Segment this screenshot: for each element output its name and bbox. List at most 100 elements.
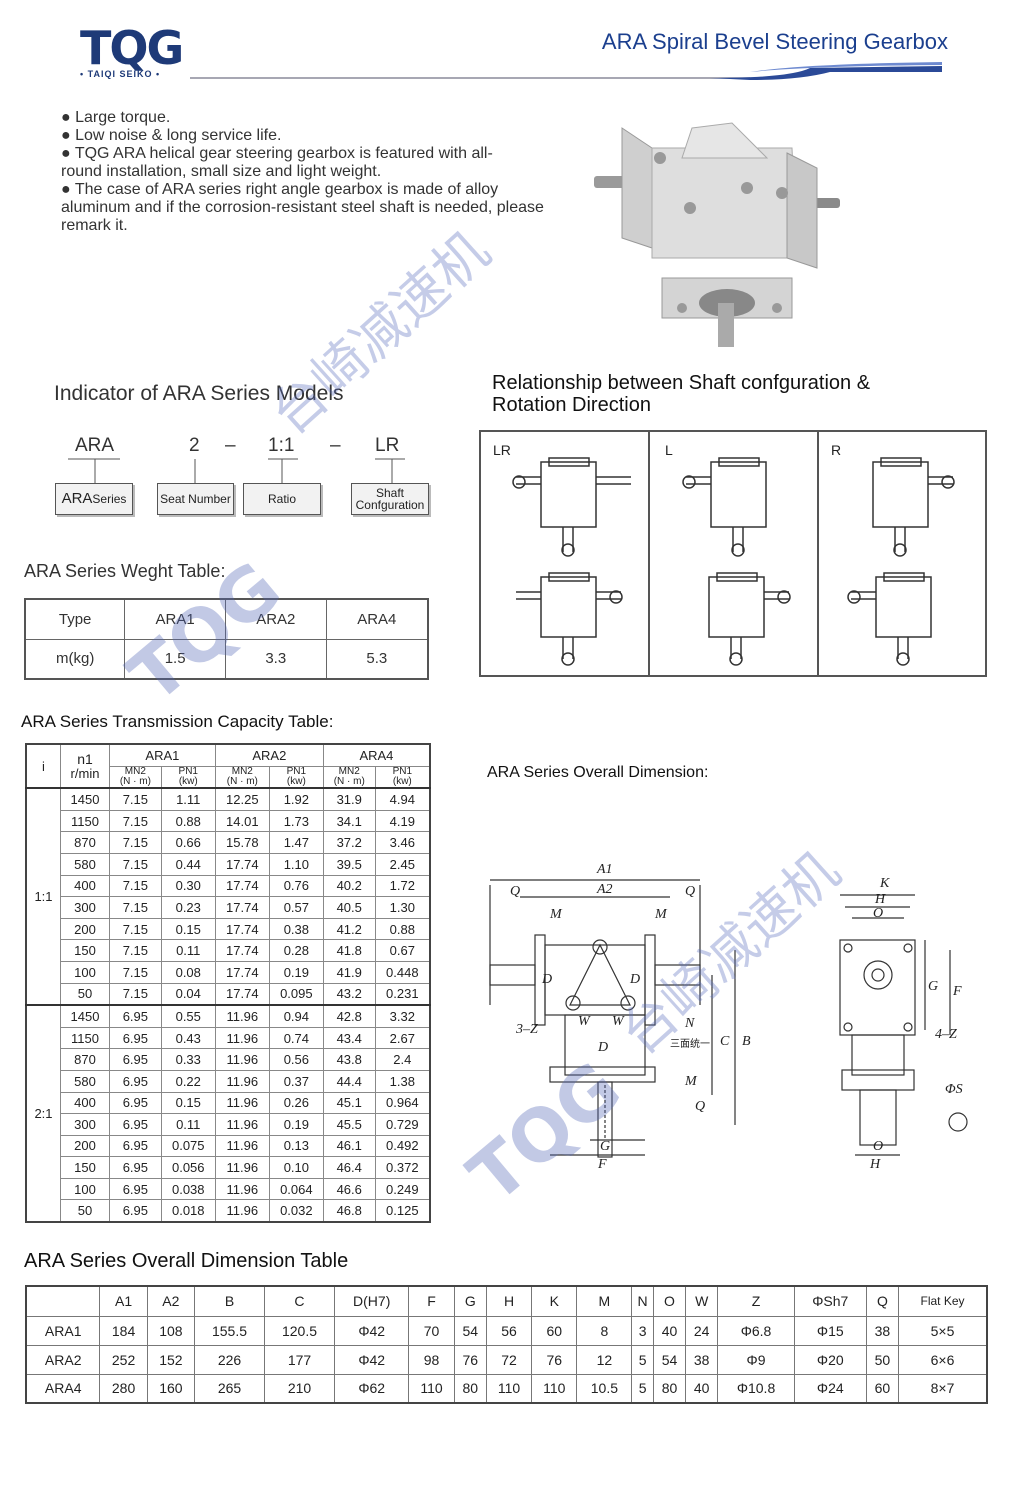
capacity-cell: 14.01 [214,809,270,833]
dimension-cell: 210 [264,1373,335,1404]
dimension-cell: Φ62 [333,1373,410,1404]
dimension-cell: 5 [631,1344,654,1375]
dimension-cell: 50 [865,1344,900,1375]
capacity-cell: 7.15 [109,831,162,854]
capacity-cell: 17.74 [214,939,270,962]
capacity-cell: 0.04 [160,982,216,1006]
capacity-cell: 300 [60,896,110,919]
capacity-cell: 0.55 [160,1004,216,1028]
dim-label-f: F [597,1157,607,1172]
dimension-cell: 70 [408,1315,455,1346]
capacity-cell: 0.67 [374,939,431,962]
capacity-cell: 0.125 [374,1199,431,1223]
dimension-cell: 56 [485,1315,533,1346]
dimension-cell: Φ15 [793,1315,867,1346]
overall-dimension-title: ARA Series Overall Dimension: [487,764,709,781]
capacity-cell: 0.38 [268,917,324,941]
capacity-cell: 4.19 [374,809,431,833]
dimension-cell: 76 [453,1344,487,1375]
capacity-cell: 11.96 [214,1091,270,1115]
dimension-cell: 6×6 [898,1344,988,1375]
capacity-cell: 12.25 [214,787,270,811]
dimension-cell: 80 [652,1373,687,1404]
dimension-header-cell [25,1285,101,1317]
capacity-cell: 0.43 [160,1026,216,1050]
capacity-cell: 0.30 [160,874,216,898]
capacity-cell: 11.96 [214,1156,270,1179]
model-code-dash: – [330,435,341,456]
capacity-cell: 45.5 [322,1113,376,1136]
capacity-cell: 40.2 [322,874,376,898]
model-code-dash: – [225,435,236,456]
dimension-cell: 226 [194,1344,265,1375]
cap-header-n-unit: r/min [70,765,100,781]
capacity-cell: 50 [60,1199,110,1223]
capacity-cell: 0.37 [268,1069,324,1093]
capacity-cell: 7.15 [109,896,162,919]
dimension-cell: 40 [685,1373,719,1404]
capacity-table: i n1 r/min ARA1 ARA2 ARA4 MN2(N · m) PN1… [25,743,431,1224]
capacity-cell: 46.8 [322,1199,376,1223]
capacity-cell: 11.96 [214,1113,270,1136]
capacity-cell: 0.729 [374,1113,431,1136]
dimension-cell: 8 [576,1315,633,1346]
dim-label-c: C [720,1034,730,1049]
capacity-cell: 0.038 [160,1177,216,1201]
cap-sub-p-label: PN1 [392,765,413,777]
capacity-cell: 6.95 [109,1069,162,1093]
capacity-cell: 1.10 [268,852,324,876]
feature-item: ● Low noise & long service life. [61,127,282,144]
capacity-cell: 0.231 [374,982,431,1006]
cap-header-model: ARA2 [214,743,324,767]
dimension-cell: 76 [531,1344,578,1375]
dimension-cell: 80 [453,1373,487,1404]
capacity-cell: 1450 [60,1004,110,1028]
dimension-cell: 155.5 [194,1315,265,1346]
cap-header-n-label: n1 [77,750,93,767]
dim-label-d: D [629,972,640,987]
capacity-cell: 6.95 [109,1048,162,1071]
dimension-table-title: ARA Series Overall Dimension Table [24,1250,349,1272]
capacity-cell: 870 [60,831,110,854]
capacity-cell: 6.95 [109,1177,162,1201]
capacity-cell: 17.74 [214,982,270,1006]
cap-sub-p-unit: (kw) [286,775,306,787]
feature-list: ● Large torque. ● Low noise & long servi… [61,109,581,235]
weight-table: Type ARA1 ARA2 ARA4 m(kg) 1.5 3.3 5.3 [24,598,429,680]
capacity-cell: 39.5 [322,852,376,876]
dimension-cell: 38 [685,1344,719,1375]
capacity-cell: 46.6 [322,1177,376,1201]
dimension-cell: ARA4 [25,1373,101,1404]
dim-label-o2: O [873,1139,883,1154]
capacity-cell: 0.064 [268,1177,324,1201]
dimension-header-cell: D(H7) [333,1285,410,1317]
capacity-cell: 1.73 [268,809,324,833]
dim-label-w: W [578,1014,591,1029]
rotation-title: Relationship between Shaft confguration … [492,372,871,416]
dim-label-q: Q [685,884,695,899]
capacity-cell: 0.23 [160,896,216,919]
capacity-cell: 41.9 [322,960,376,984]
capacity-cell: 0.018 [160,1199,216,1223]
brand-logo: TQG • TAIQI SEIKO • [80,25,184,83]
capacity-cell: 42.8 [322,1004,376,1028]
capacity-cell: 3.46 [374,831,431,854]
dimension-cell: Φ6.8 [717,1315,795,1346]
logo-subtext: • TAIQI SEIKO • [80,69,161,79]
capacity-cell: 11.96 [214,1199,270,1223]
weight-header-cell: ARA2 [224,598,327,640]
capacity-cell: 6.95 [109,1004,162,1028]
dimension-cell: 54 [453,1315,487,1346]
capacity-cell: 45.1 [322,1091,376,1115]
dimension-cell: 8×7 [898,1373,988,1404]
cap-header-n: n1 r/min [60,743,110,789]
model-indicator-title: Indicator of ARA Series Models [54,382,344,405]
cap-sub-p: PN1(kw) [374,765,431,789]
capacity-cell: 0.964 [374,1091,431,1115]
